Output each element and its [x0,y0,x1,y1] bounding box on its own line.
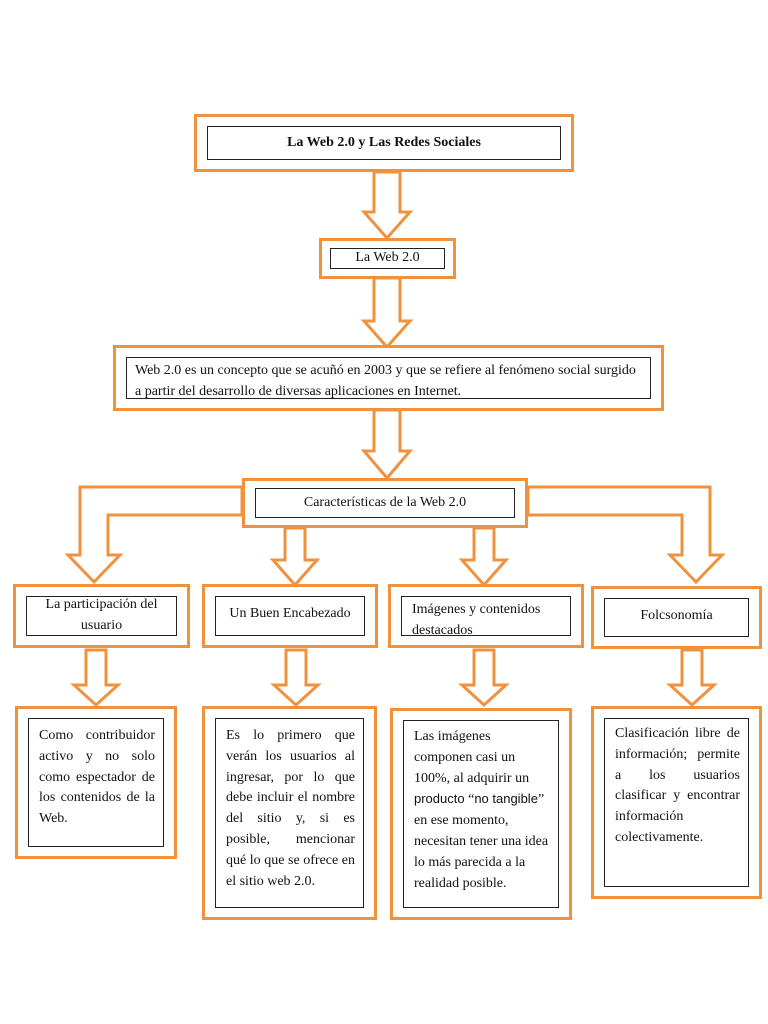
arrow-section-to-definition [360,276,414,350]
definition-box: Web 2.0 es un concepto que se acuñó en 2… [113,345,664,411]
detail-text-after: en ese momento, necesitan tener una idea… [414,813,549,891]
detail-text: Como contribuidor activo y no solo como … [28,718,164,847]
arrow-folcsonomia-to-detail [666,648,718,708]
definition-text: Web 2.0 es un concepto que se acuñó en 2… [126,357,651,399]
detail-text: Clasificación libre de información; perm… [604,718,749,887]
detail-text: Las imágenes componen casi un 100%, al a… [403,720,559,908]
detail-imagenes: Las imágenes componen casi un 100%, al a… [390,708,572,920]
section-text: La Web 2.0 [330,248,445,269]
branch-head-imagenes: Imágenes y contenidos destacados [388,584,584,648]
arrow-to-branch-imagenes [458,526,510,588]
arrow-encabezado-to-detail [270,648,322,708]
arrow-participacion-to-detail [70,648,122,708]
section-box: La Web 2.0 [319,238,456,279]
branch-heading: Imágenes y contenidos destacados [401,596,571,638]
detail-text-qclose: ” [537,792,545,808]
detail-text-word2: no tangible [474,791,538,807]
detail-text: Es lo primero que verán los usuarios al … [215,718,364,908]
arrow-to-branch-folcsonomia [526,485,726,585]
detail-encabezado: Es lo primero que verán los usuarios al … [202,706,377,920]
branch-heading: Un Buen Encabezado [215,596,365,636]
characteristics-text: Características de la Web 2.0 [255,488,515,518]
arrow-to-branch-encabezado [269,526,321,588]
branch-heading: Folcsonomía [604,598,749,637]
detail-folcsonomia: Clasificación libre de información; perm… [591,706,762,899]
branch-heading: La participación del usuario [26,596,177,636]
arrow-imagenes-to-detail [458,648,510,708]
branch-head-folcsonomia: Folcsonomía [591,586,762,649]
detail-text-before: Las imágenes componen casi un 100%, al a… [414,729,530,786]
arrow-title-to-section [360,170,414,241]
title-box: La Web 2.0 y Las Redes Sociales [194,114,574,172]
branch-head-encabezado: Un Buen Encabezado [202,584,378,648]
arrow-to-branch-participacion [64,485,244,585]
detail-participacion: Como contribuidor activo y no solo como … [15,706,177,859]
branch-head-participacion: La participación del usuario [13,584,190,648]
detail-text-word1: producto [414,791,465,807]
title-text: La Web 2.0 y Las Redes Sociales [207,126,561,160]
characteristics-box: Características de la Web 2.0 [242,478,528,528]
arrow-definition-to-characteristics [360,408,414,481]
detail-text-qopen: “ [464,792,475,808]
